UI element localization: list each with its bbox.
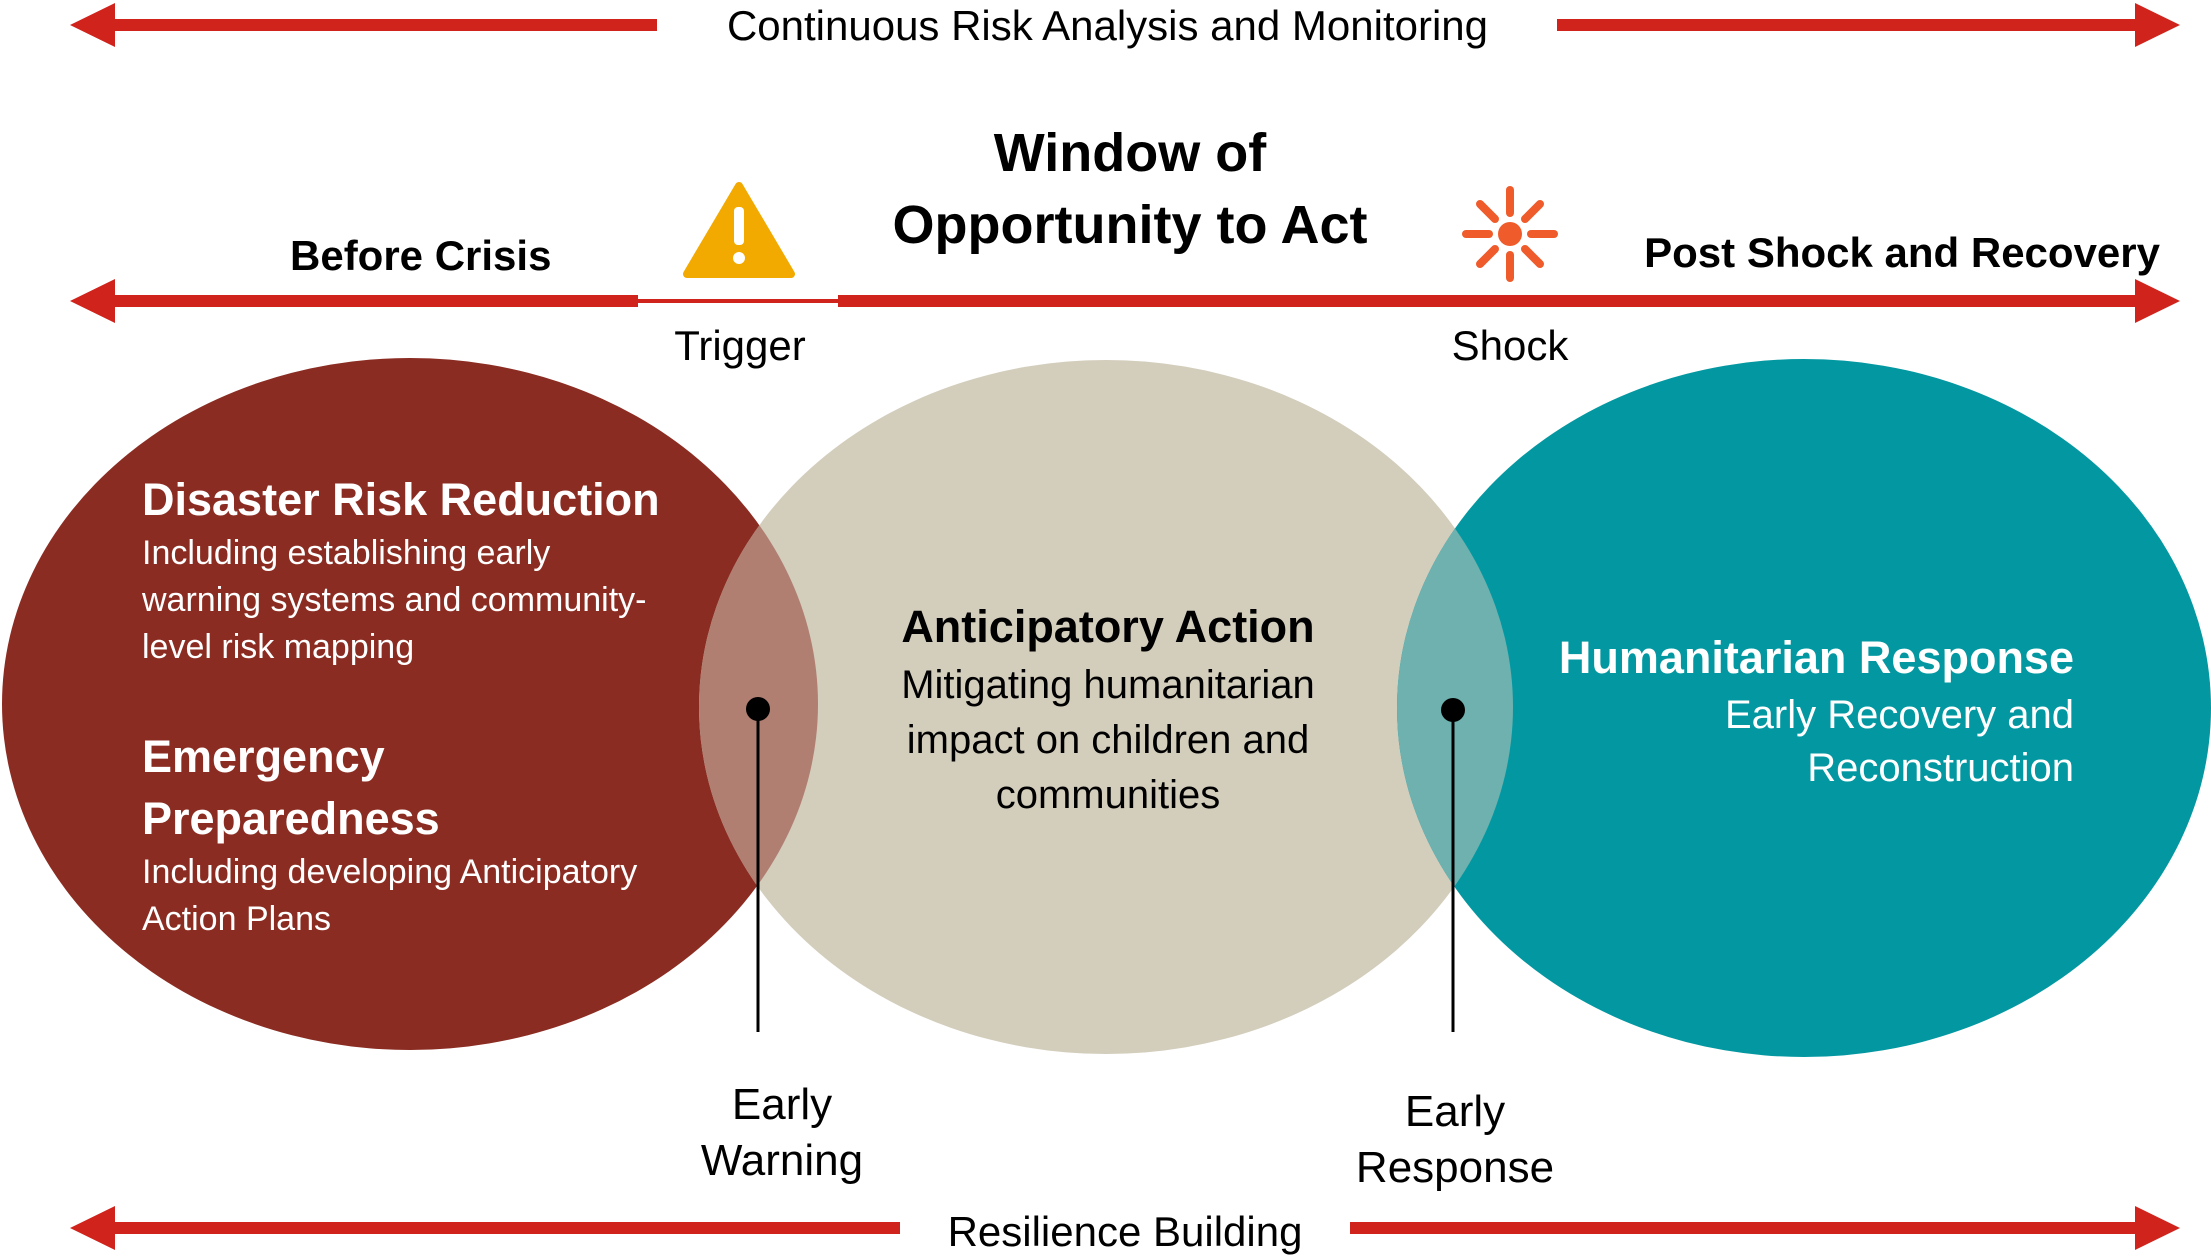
anticipatory-action-title: Anticipatory Action [901, 601, 1315, 652]
window-title-line2: Opportunity to Act [892, 195, 1368, 255]
timeline-arrow-left-head [70, 279, 115, 323]
early-response-label-line2: Response [1355, 1143, 1555, 1192]
emergency-preparedness-title-line1: Emergency [142, 731, 385, 782]
anticipatory-action-text-line2: impact on children and [906, 718, 1310, 762]
timeline-arrow-shaft-right [838, 295, 2155, 307]
early-warning-label-line1: Early [731, 1080, 833, 1129]
drr-text-line3: level risk mapping [142, 628, 415, 666]
drr-text-line1: Including establishing early [142, 534, 551, 572]
humanitarian-response-text-line2: Reconstruction [1807, 746, 2074, 790]
timeline-arrow-right-head [2135, 279, 2180, 323]
timeline-arrow [70, 279, 2180, 323]
drr-title: Disaster Risk Reduction [142, 474, 660, 525]
early-warning-marker [746, 697, 770, 1032]
drr-text-line2: warning systems and community- [142, 581, 647, 619]
post-shock-recovery-label: Post Shock and Recovery [1644, 229, 2160, 276]
emergency-preparedness-text-line1: Including developing Anticipatory [142, 853, 638, 891]
anticipatory-action-text-line3: communities [995, 773, 1221, 817]
shock-label: Shock [1451, 322, 1569, 369]
top-double-arrow [70, 3, 2180, 47]
bottom-arrow-right-head [2135, 1206, 2180, 1250]
top-arrow-right-shaft [1557, 19, 2167, 31]
trigger-label: Trigger [674, 322, 806, 369]
early-response-label-line1: Early [1404, 1087, 1506, 1136]
bottom-arrow-right-shaft [1350, 1222, 2155, 1234]
emergency-preparedness-title-line2: Preparedness [142, 793, 440, 844]
bottom-arrow-left-shaft [105, 1222, 900, 1234]
continuous-risk-analysis-label: Continuous Risk Analysis and Monitoring [726, 2, 1489, 49]
emergency-preparedness-text-line2: Action Plans [142, 900, 331, 938]
top-arrow-left-shaft [105, 19, 657, 31]
bottom-arrow-left-head [70, 1206, 115, 1250]
window-title-line1: Window of [993, 123, 1267, 183]
humanitarian-response-text-line1: Early Recovery and [1724, 693, 2074, 737]
before-crisis-label: Before Crisis [290, 232, 552, 279]
resilience-building-label: Resilience Building [947, 1208, 1303, 1255]
top-arrow-right-head [2135, 3, 2180, 47]
timeline-arrow-window-gap-line [638, 299, 838, 303]
anticipatory-action-circle [699, 360, 1513, 1054]
humanitarian-response-title: Humanitarian Response [1558, 632, 2074, 683]
timeline-arrow-shaft-left [105, 295, 638, 307]
bottom-double-arrow [70, 1206, 2180, 1250]
top-arrow-left-head [70, 3, 115, 47]
disaster-risk-reduction-circle [2, 358, 818, 1050]
early-warning-label-line2: Warning [700, 1136, 864, 1185]
burst-icon [1462, 186, 1558, 282]
warning-triangle-icon [683, 182, 795, 278]
anticipatory-action-text-line1: Mitigating humanitarian [901, 663, 1315, 707]
humanitarian-response-circle [1397, 359, 2211, 1057]
early-response-marker [1441, 698, 1465, 1032]
